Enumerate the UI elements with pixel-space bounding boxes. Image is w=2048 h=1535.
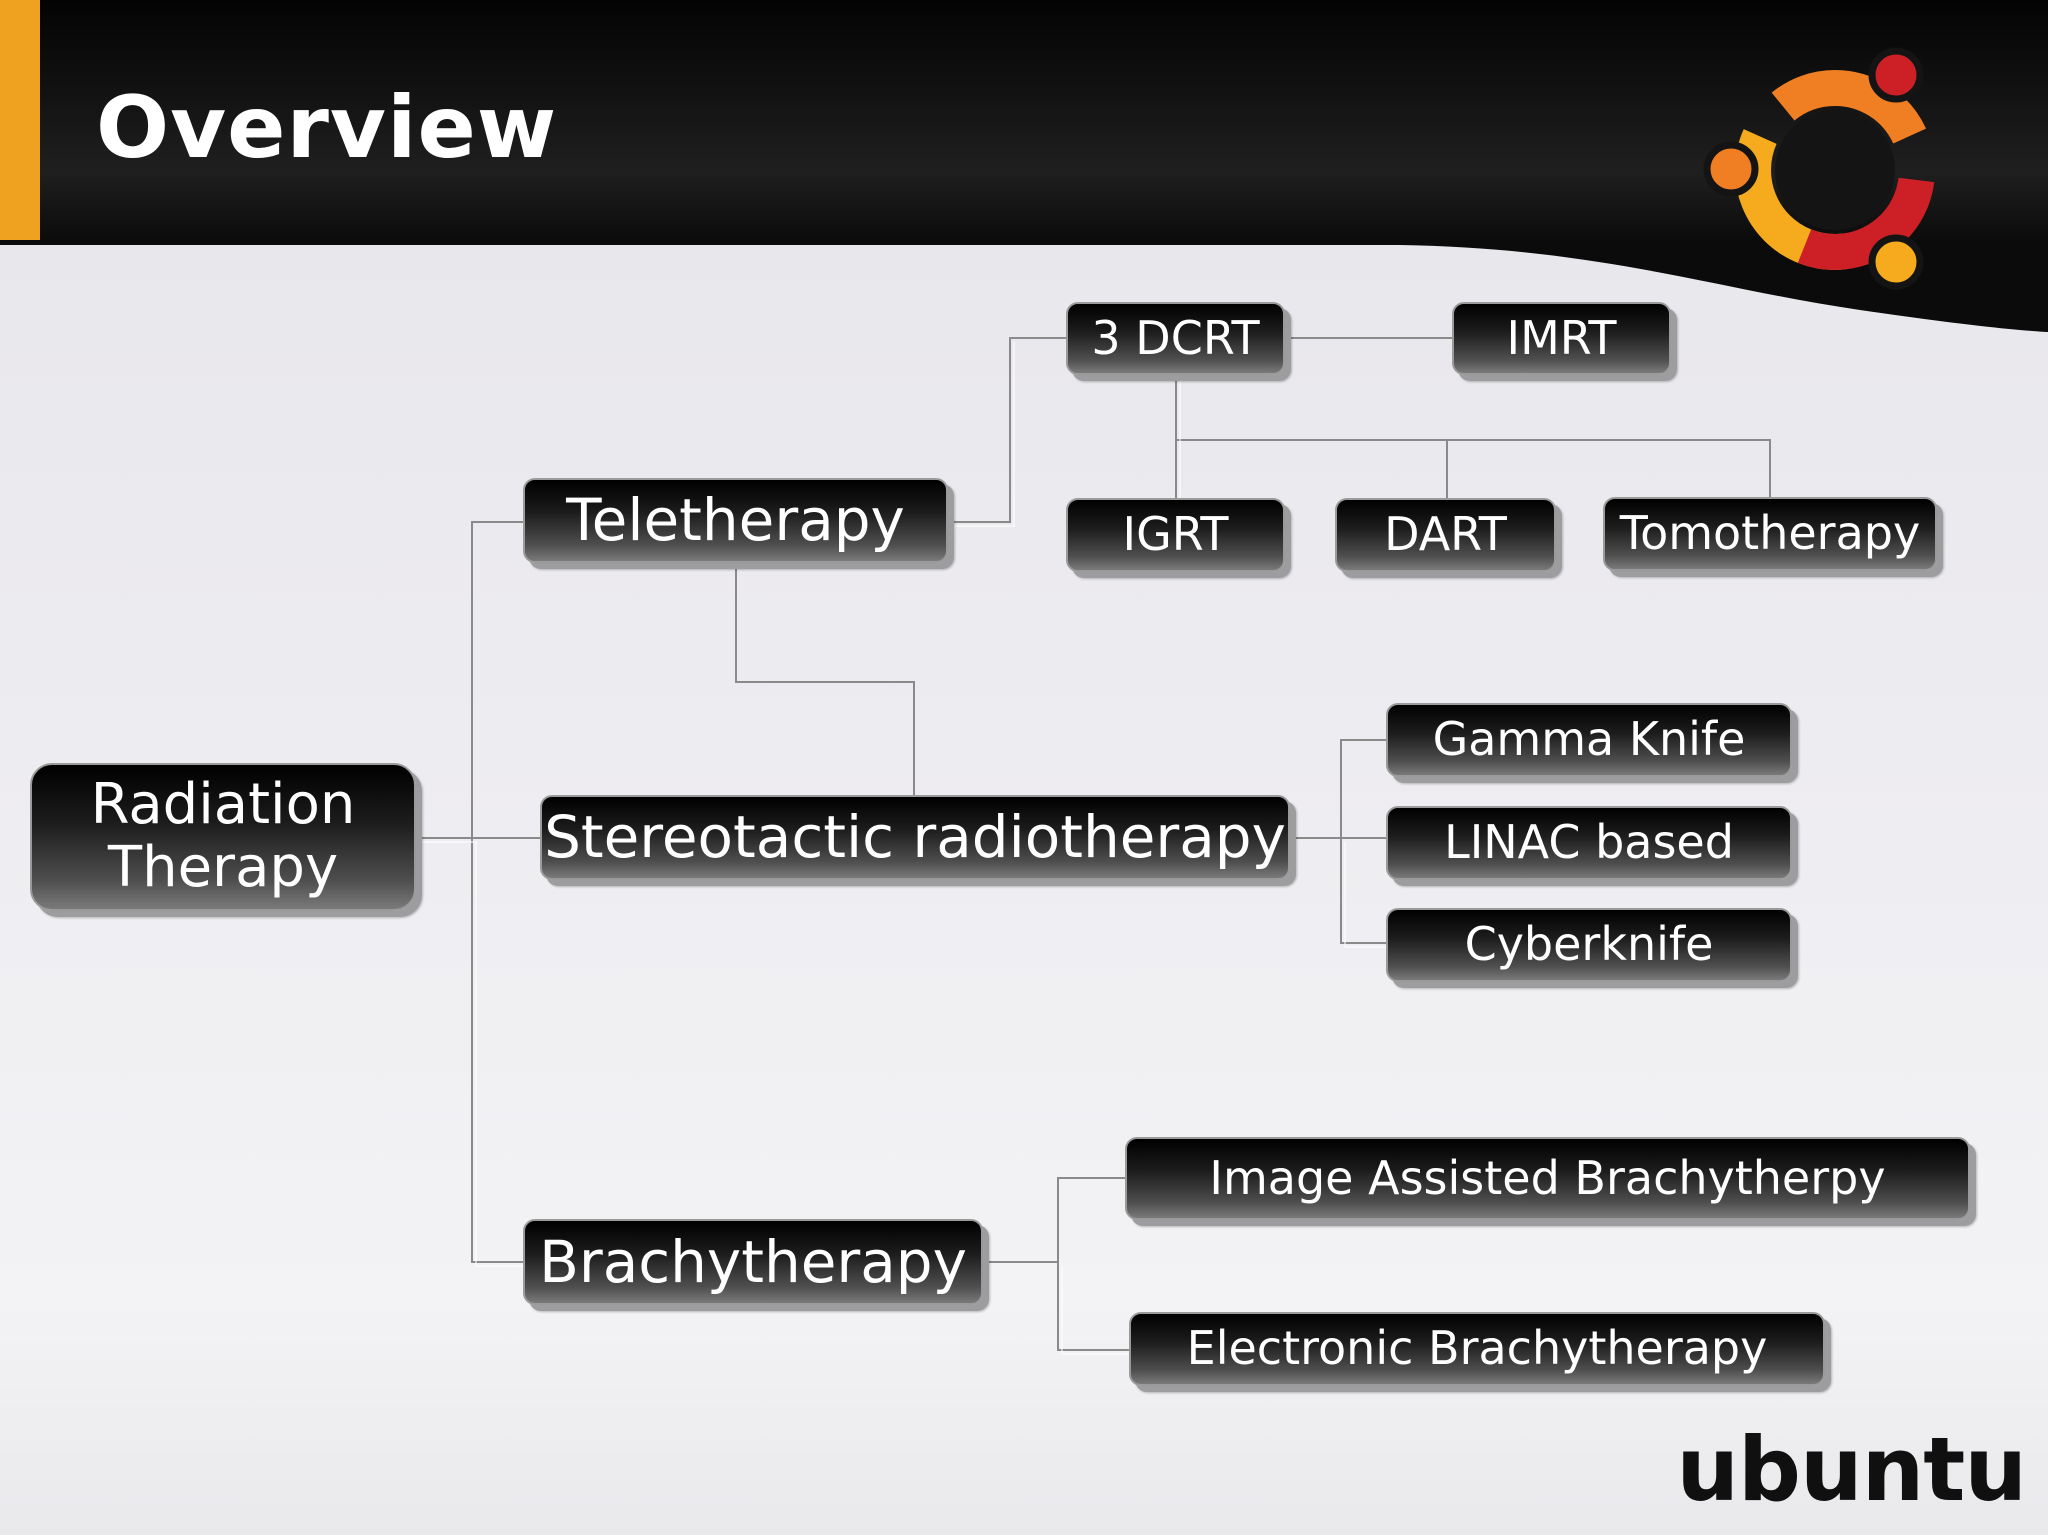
connector-stereotactic-cyberknife [1340,838,1386,944]
ubuntu-wordmark: ubuntu [1676,1418,2027,1521]
ubuntu-circle-of-friends-logo [1703,47,1935,290]
node-3dcrt: 3 DCRT [1066,302,1285,375]
connector-3dcrt-tomotherapy [1447,439,1771,498]
node-imrt: IMRT [1452,302,1671,375]
node-brachytherapy: Brachytherapy [523,1219,983,1305]
connector-root-teletherapy [418,521,524,839]
connector-teletherapy-stereotactic [735,562,915,795]
node-cyberknife: Cyberknife [1386,908,1792,982]
node-teletherapy: Teletherapy [523,478,948,563]
node-image-assisted-brachytherapy: Image Assisted Brachytherpy [1125,1137,1970,1220]
slide-title: Overview [96,78,558,178]
node-igrt: IGRT [1066,498,1285,572]
connector-stereotactic-gamma-knife [1292,739,1386,839]
slide-header [0,0,2048,245]
node-electronic-brachytherapy: Electronic Brachytherapy [1129,1312,1825,1386]
node-radiation-therapy: Radiation Therapy [30,763,416,911]
node-dart: DART [1335,498,1556,572]
node-gamma-knife: Gamma Knife [1386,703,1792,777]
node-linac-based: LINAC based [1386,806,1792,880]
connector-root-brachytherapy [471,838,524,1263]
header-accent-bar [0,0,40,245]
connector-brachy-electronic [1057,1262,1129,1351]
connector-brachy-image-assisted [985,1177,1125,1263]
node-tomotherapy: Tomotherapy [1603,497,1937,571]
connector-3dcrt-dart [1176,439,1448,498]
node-stereotactic-radiotherapy: Stereotactic radiotherapy [540,795,1290,880]
connector-teletherapy-3dcrt [950,337,1066,523]
